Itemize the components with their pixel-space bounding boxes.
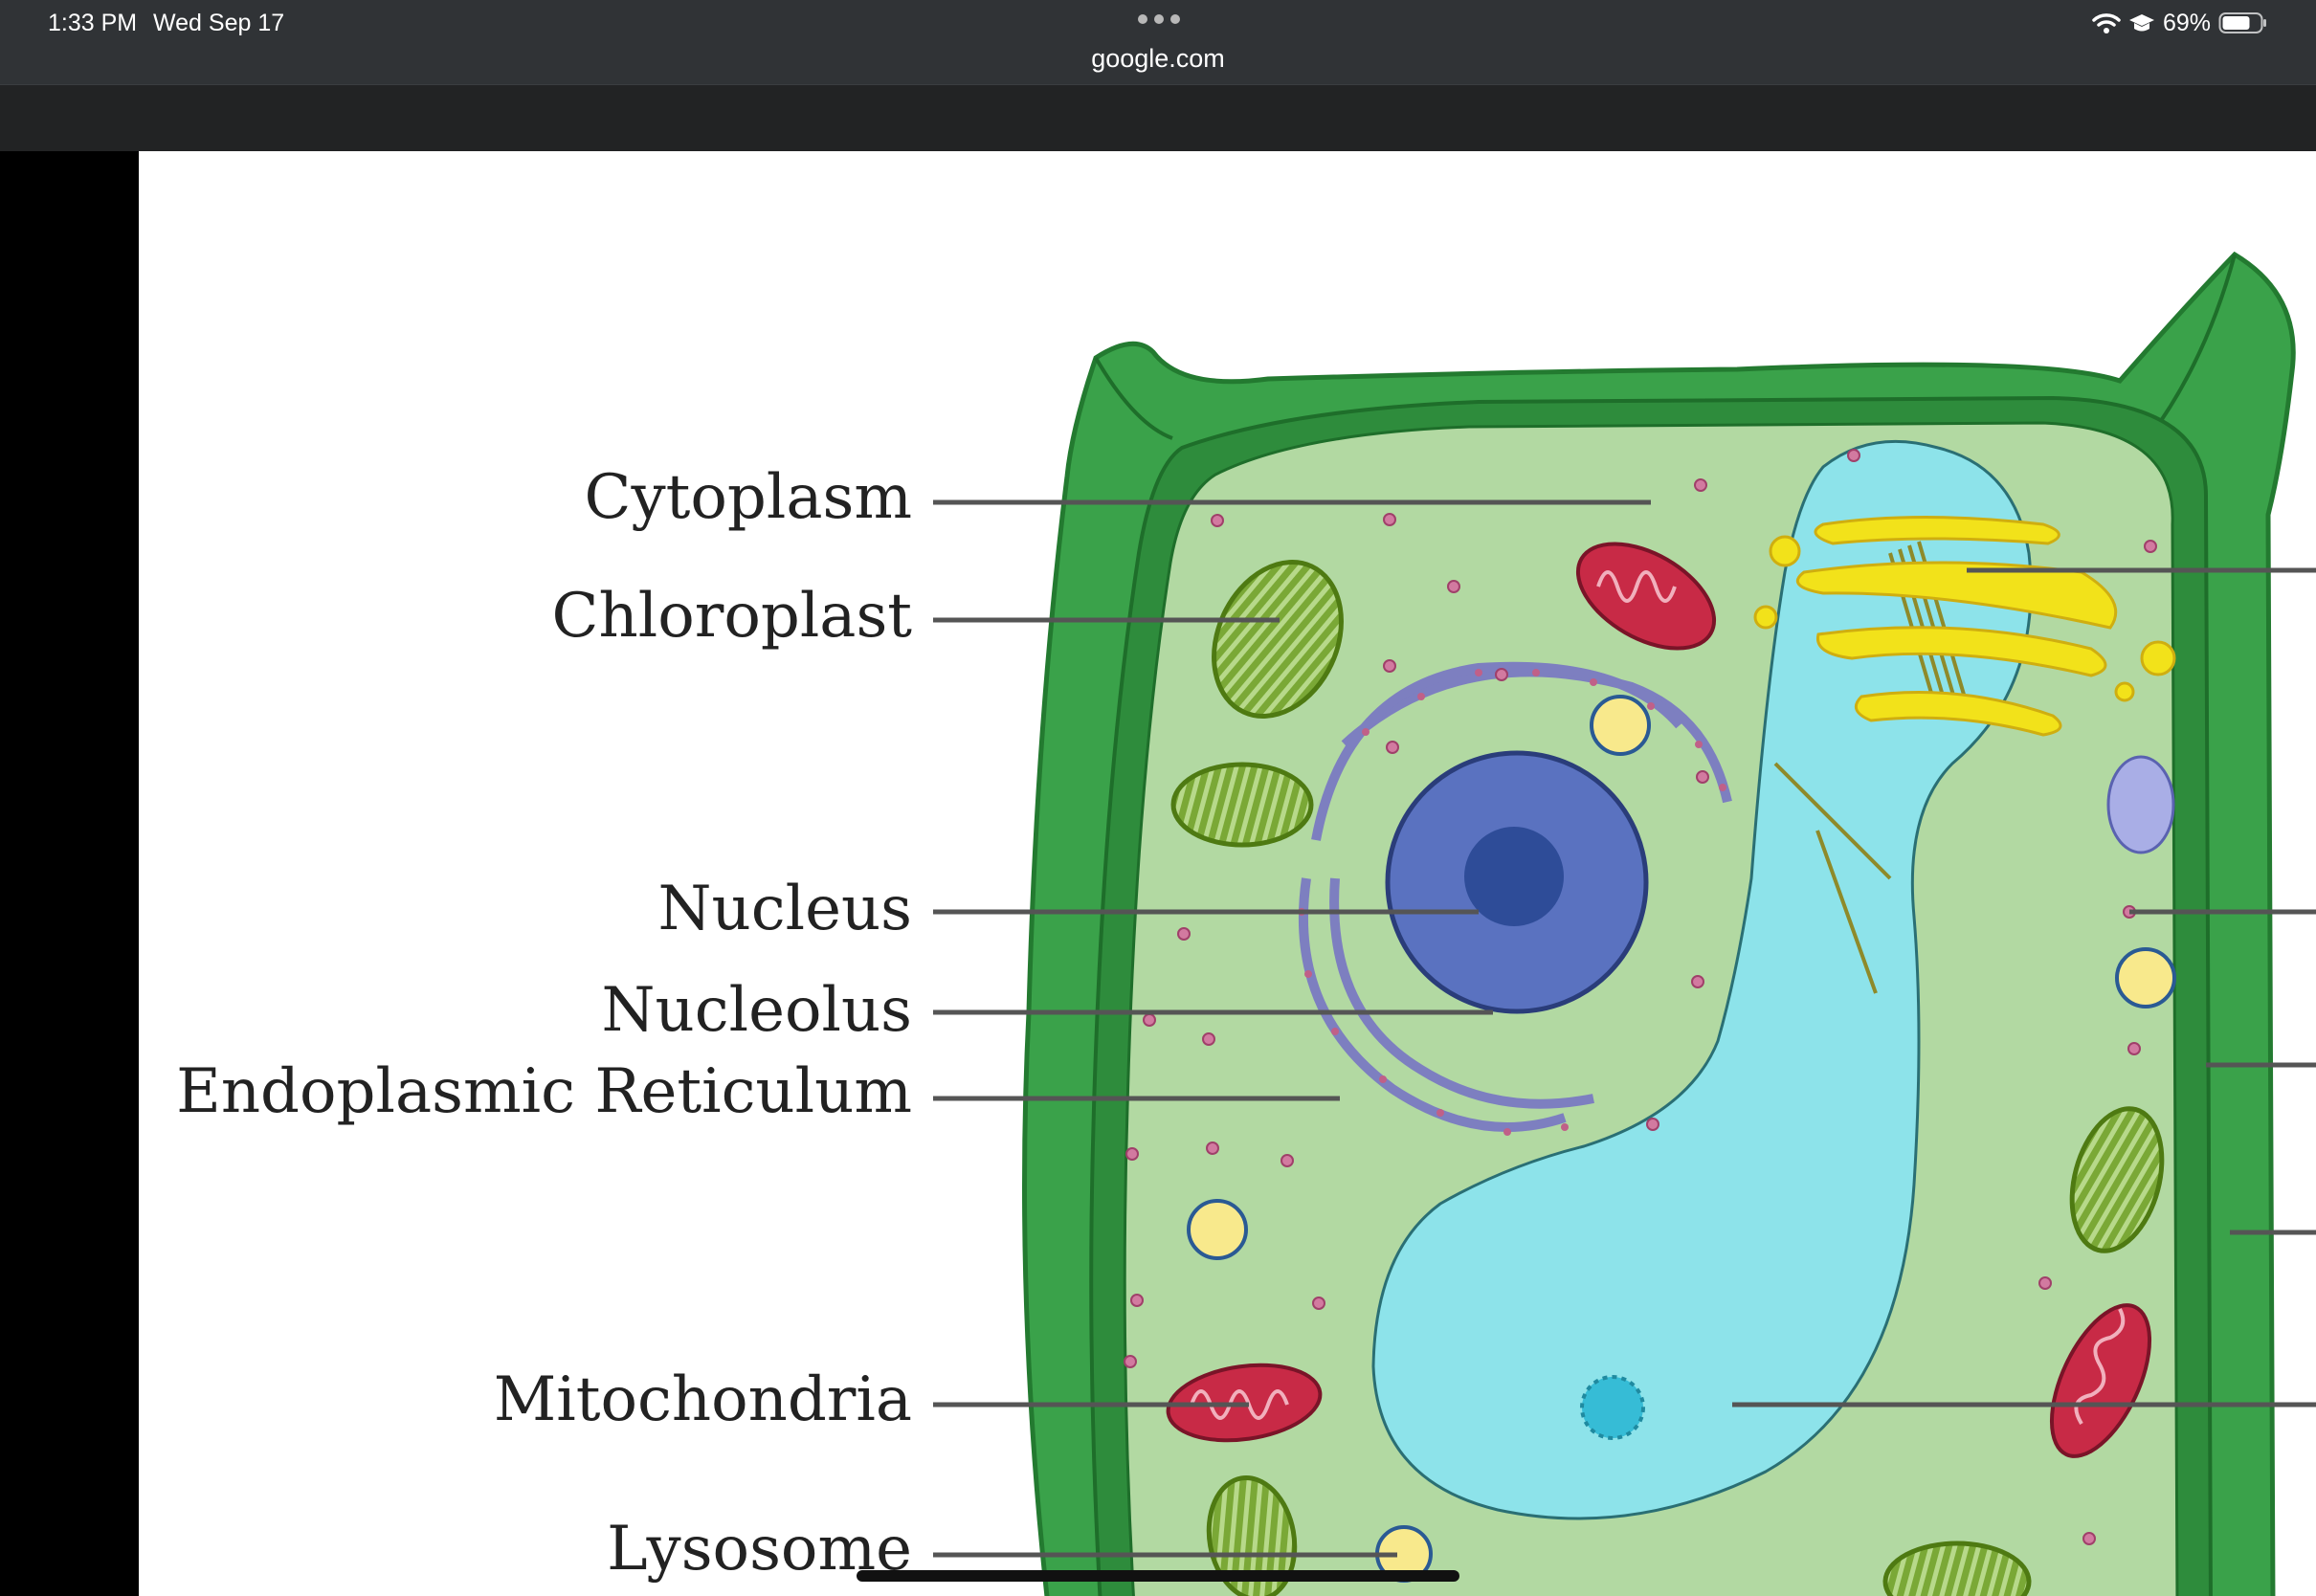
plant-cell-diagram [933, 251, 2316, 1596]
wifi-icon [2092, 13, 2121, 33]
address-url[interactable]: google.com [1091, 44, 1225, 73]
graduation-cap-icon [2128, 14, 2154, 32]
endoplasmic-reticulum-ribosomes [1298, 669, 1726, 1136]
ribosomes [1124, 449, 2157, 1545]
label-endoplasmic-reticulum: Endoplasmic Reticulum [176, 1056, 912, 1127]
status-time: 1:33 PM [48, 10, 138, 36]
status-date: Wed Sep 17 [153, 10, 285, 36]
nucleolus [1464, 827, 1564, 926]
endoplasmic-reticulum [1298, 661, 1732, 1132]
vacuole-granule [1580, 1375, 1645, 1440]
battery-percent: 69% [2162, 9, 2211, 36]
label-mitochondria: Mitochondria [493, 1364, 912, 1435]
label-nucleolus: Nucleolus [601, 975, 912, 1046]
browser-toolbar [0, 84, 2316, 152]
label-lysosome: Lysosome [607, 1514, 912, 1585]
vesicles [1187, 695, 2176, 1583]
chloroplasts [1170, 559, 2165, 1596]
label-nucleus: Nucleus [657, 874, 912, 944]
label-leader-lines [933, 499, 2316, 1558]
image-viewer[interactable]: Cytoplasm Chloroplast Nucleus Nucleolus … [139, 151, 2316, 1596]
battery-icon [2218, 12, 2266, 33]
home-indicator[interactable] [857, 1570, 1459, 1582]
golgi-apparatus [1753, 516, 2176, 737]
label-chloroplast: Chloroplast [551, 581, 912, 652]
ios-status-bar: 1:33 PM Wed Sep 17 google.com 69% [0, 0, 2316, 84]
peroxisome [2106, 755, 2175, 854]
more-dots-icon[interactable] [1135, 13, 1183, 25]
label-cytoplasm: Cytoplasm [584, 462, 913, 533]
letterbox-left [0, 151, 139, 1596]
status-indicators: 69% [2092, 8, 2268, 38]
